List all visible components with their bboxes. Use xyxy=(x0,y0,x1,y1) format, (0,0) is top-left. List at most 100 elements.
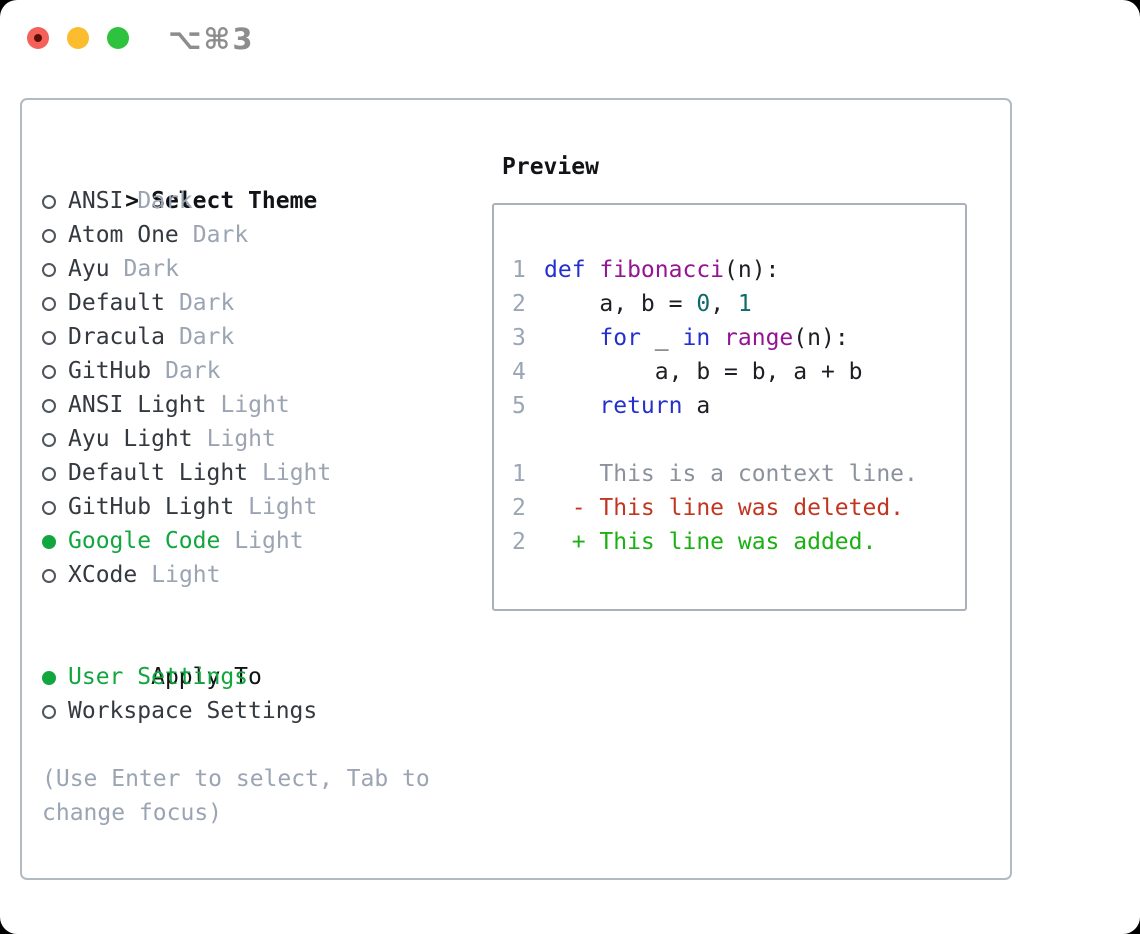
close-button[interactable] xyxy=(27,27,49,49)
theme-option-ayu[interactable]: Ayu Dark xyxy=(42,252,331,286)
radio-icon xyxy=(42,490,68,524)
option-label: User Settings xyxy=(68,664,249,690)
option-label: Workspace Settings xyxy=(68,698,318,724)
select-theme-title: Select Theme xyxy=(151,188,318,214)
line-number: 2 xyxy=(512,495,526,521)
radio-circle xyxy=(42,501,56,515)
option-variant-label: Light xyxy=(234,528,304,554)
radio-icon xyxy=(42,422,68,456)
radio-circle xyxy=(42,365,56,379)
line-number: 3 xyxy=(512,325,526,351)
option-variant-label: Dark xyxy=(192,222,249,248)
radio-circle xyxy=(42,229,56,243)
line-number: 1 xyxy=(512,461,526,487)
option-variant-label: Dark xyxy=(137,188,193,214)
code-token-pln: (n): xyxy=(724,257,780,283)
apply-option-user-settings[interactable]: User Settings xyxy=(42,660,317,694)
theme-option-default-light[interactable]: Default Light Light xyxy=(42,456,331,490)
option-label: Atom One xyxy=(68,222,179,248)
diff-preview: 1 This is a context line.2 - This line w… xyxy=(512,457,918,559)
apply-option-workspace-settings[interactable]: Workspace Settings xyxy=(42,694,317,728)
preview-header: Preview xyxy=(502,154,599,180)
code-token-typ: range xyxy=(724,325,794,351)
radio-icon xyxy=(42,456,68,490)
radio-selected-dot xyxy=(42,671,56,685)
prompt-icon: > xyxy=(125,188,139,214)
line-number: 2 xyxy=(512,529,526,555)
option-variant-label: Dark xyxy=(178,324,235,350)
code-token-typ: fibonacci xyxy=(599,257,725,283)
theme-option-github-light[interactable]: GitHub Light Light xyxy=(42,490,331,524)
theme-option-atom-one[interactable]: Atom One Dark xyxy=(42,218,331,252)
option-label: Dracula xyxy=(68,324,165,350)
radio-circle xyxy=(42,467,56,481)
radio-icon xyxy=(42,218,68,252)
unsaved-changes-dot-icon xyxy=(34,34,42,42)
theme-option-ansi[interactable]: ANSI Dark xyxy=(42,184,331,218)
radio-icon xyxy=(42,388,68,422)
theme-option-google-code[interactable]: Google Code Light xyxy=(42,524,331,558)
option-variant-label: Light xyxy=(262,460,332,486)
code-token-pln: (n): xyxy=(793,325,849,351)
option-label: GitHub Light xyxy=(68,494,235,520)
option-label: ANSI xyxy=(68,188,124,214)
code-token-kwd: return xyxy=(599,393,683,419)
code-line: 4 a, b = b, a + b xyxy=(512,355,863,389)
radio-icon xyxy=(42,184,68,218)
option-label: Ayu Light xyxy=(68,426,193,452)
code-token-pln xyxy=(544,325,599,351)
radio-circle xyxy=(42,399,56,413)
option-label: XCode xyxy=(68,562,138,588)
diff-line: 2 + This line was added. xyxy=(512,525,918,559)
option-label: Google Code xyxy=(68,528,221,554)
option-variant-label: Dark xyxy=(123,256,179,282)
option-label: Default Light xyxy=(68,460,249,486)
radio-icon xyxy=(42,252,68,286)
theme-option-default[interactable]: Default Dark xyxy=(42,286,331,320)
radio-circle xyxy=(42,195,56,209)
code-token-ctx: This is a context line. xyxy=(544,461,918,487)
select-theme-header: > Select Theme xyxy=(42,150,317,214)
line-number: 4 xyxy=(512,359,526,385)
option-label: Ayu xyxy=(68,256,110,282)
code-token-pln: , xyxy=(710,291,738,317)
code-token-kwd: def xyxy=(544,257,600,283)
line-number: 5 xyxy=(512,393,526,419)
option-label: GitHub xyxy=(68,358,152,384)
radio-icon xyxy=(42,694,68,728)
window-title: ⌥⌘3 xyxy=(168,22,255,56)
radio-icon xyxy=(42,354,68,388)
code-token-pln: _ xyxy=(640,325,683,351)
option-variant-label: Dark xyxy=(178,290,235,316)
line-number: 2 xyxy=(512,291,526,317)
radio-icon xyxy=(42,320,68,354)
radio-selected-dot xyxy=(42,535,56,549)
theme-option-github[interactable]: GitHub Dark xyxy=(42,354,331,388)
titlebar: ⌥⌘3 xyxy=(0,0,1140,80)
minimize-button[interactable] xyxy=(67,27,89,49)
option-variant-label: Dark xyxy=(165,358,221,384)
code-token-add: + This line was added. xyxy=(544,529,877,555)
code-token-pln: a xyxy=(682,393,711,419)
radio-circle xyxy=(42,433,56,447)
zoom-button[interactable] xyxy=(107,27,129,49)
theme-option-dracula[interactable]: Dracula Dark xyxy=(42,320,331,354)
option-label: Default xyxy=(68,290,165,316)
code-token-kwd: in xyxy=(682,325,711,351)
code-token-lit: 1 xyxy=(737,291,752,317)
option-variant-label: Light xyxy=(248,494,318,520)
code-token-pln: a, b = b, a + b xyxy=(544,359,863,385)
code-token-pln xyxy=(710,325,724,351)
apply-to-header: Apply To xyxy=(42,626,262,690)
radio-selected-icon xyxy=(42,524,68,558)
